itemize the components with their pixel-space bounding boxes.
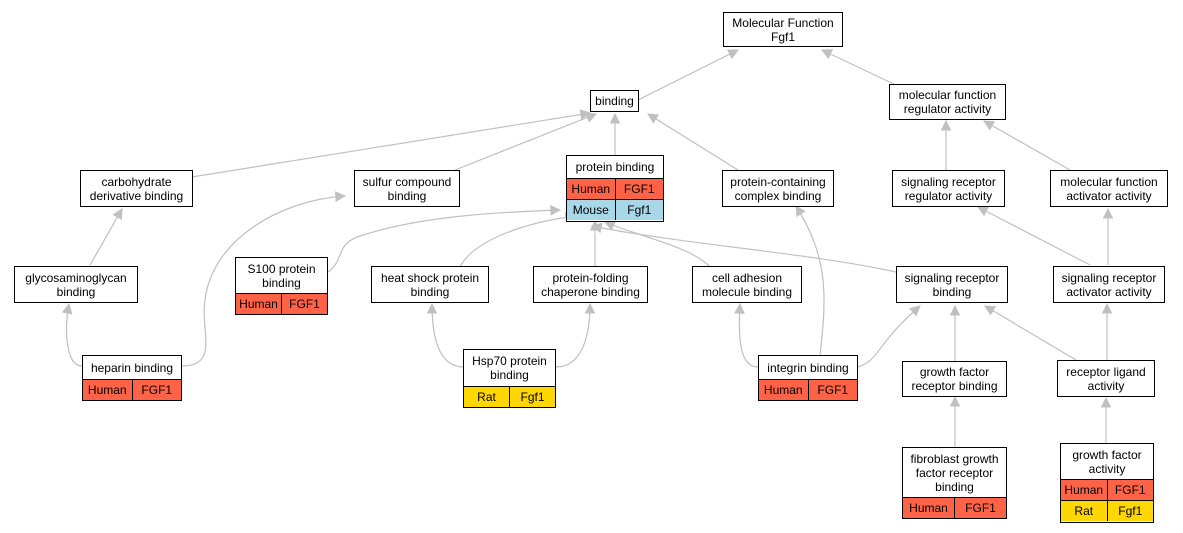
node-glycosaminoglycan-binding[interactable]: glycosaminoglycan binding [14, 266, 138, 303]
node-label: heat shock protein binding [380, 270, 480, 299]
node-binding[interactable]: binding [590, 90, 639, 112]
node-label: fibroblast growth factor receptor bindin… [910, 451, 999, 494]
node-label: signaling receptor activator activity [1061, 270, 1157, 299]
node-label: integrin binding [767, 360, 849, 375]
edge-hsp-protein [459, 211, 577, 268]
species-cell: Human [239, 297, 278, 311]
node-s100-protein-binding[interactable]: S100 protein binding Human FGF1 [235, 257, 328, 315]
edge-mfaa-mfra [983, 120, 1071, 171]
edge-integrin-cam [734, 302, 759, 368]
gene-cell: FGF1 [954, 498, 1006, 518]
gene-cell: FGF1 [807, 380, 858, 400]
gene-cell: FGF1 [614, 179, 664, 199]
species-row-rat: Rat Fgf1 [1061, 500, 1153, 521]
species-cell: Human [571, 182, 611, 196]
species-row-mouse: Mouse Fgf1 [567, 199, 663, 220]
edge-integrin-pcc [795, 205, 825, 357]
node-sulfur-compound-binding[interactable]: sulfur compound binding [354, 170, 460, 207]
node-molecular-function-activator-activity[interactable]: molecular function activator activity [1050, 170, 1168, 207]
edge-binding-mf [637, 49, 739, 101]
gene-cell: FGF1 [131, 380, 182, 400]
species-cell: Human [763, 383, 803, 397]
node-label: protein binding [575, 160, 655, 174]
species-cell: Human [87, 383, 127, 397]
node-heat-shock-protein-binding[interactable]: heat shock protein binding [371, 266, 489, 303]
gene-cell: FGF1 [281, 294, 327, 314]
node-protein-containing-complex-binding[interactable]: protein-containing complex binding [722, 170, 834, 207]
node-receptor-ligand-activity[interactable]: receptor ligand activity [1057, 360, 1155, 397]
node-label: carbohydrate derivative binding [89, 174, 184, 203]
node-signaling-receptor-regulator-activity[interactable]: signaling receptor regulator activity [892, 170, 1005, 207]
node-label: signaling receptor binding [904, 270, 1000, 299]
node-label: growth factor activity [1072, 447, 1142, 476]
node-label: heparin binding [90, 360, 174, 375]
edge-pcc-binding [647, 113, 739, 171]
node-fibroblast-growth-factor-receptor-binding[interactable]: fibroblast growth factor receptor bindin… [902, 447, 1007, 519]
node-label: S100 protein binding [247, 261, 316, 290]
node-carbohydrate-derivative-binding[interactable]: carbohydrate derivative binding [80, 170, 193, 207]
node-label: growth factor receptor binding [911, 365, 998, 393]
edge-sulfur-binding [454, 112, 598, 171]
edge-srb-srra-sraa [977, 206, 1091, 266]
edge-s100-protein [327, 204, 562, 273]
species-cell: Mouse [572, 203, 609, 217]
node-heparin-binding[interactable]: heparin binding Human FGF1 [82, 355, 182, 401]
gene-cell: Fgf1 [1106, 501, 1154, 521]
node-label: sulfur compound binding [362, 174, 452, 203]
edge-integrin-srb [857, 305, 921, 368]
node-cell-adhesion-molecule-binding[interactable]: cell adhesion molecule binding [692, 266, 802, 303]
species-cell: Human [909, 501, 948, 515]
edge-srb-protein [590, 222, 901, 274]
gene-cell: Fgf1 [509, 387, 555, 407]
edge-heparin-gag [61, 302, 83, 367]
species-row-rat: Rat Fgf1 [464, 386, 555, 407]
edge-carb-binding [191, 109, 592, 178]
node-label: signaling receptor regulator activity [901, 174, 996, 203]
node-protein-folding-chaperone-binding[interactable]: protein-folding chaperone binding [533, 266, 648, 303]
species-row-human: Human FGF1 [567, 178, 663, 199]
node-signaling-receptor-binding[interactable]: signaling receptor binding [896, 266, 1008, 303]
edge-heparin-sulfur [181, 191, 347, 367]
node-molecular-function-regulator-activity[interactable]: molecular function regulator activity [889, 84, 1006, 120]
node-integrin-binding[interactable]: integrin binding Human FGF1 [758, 355, 858, 401]
species-row-human: Human FGF1 [236, 293, 327, 314]
species-row-human: Human FGF1 [903, 497, 1006, 518]
gene-cell: Fgf1 [614, 200, 664, 220]
node-label: molecular function activator activity [1060, 174, 1158, 203]
edge-hsp70-hsp [426, 302, 465, 368]
edge-rla-srb [984, 305, 1077, 361]
species-cell: Rat [1074, 504, 1094, 518]
edge-cam-protein [604, 220, 711, 268]
node-label: glycosaminoglycan binding [25, 270, 127, 299]
edge-gag-carb [89, 208, 123, 266]
node-label: binding [595, 94, 634, 108]
species-row-human: Human FGF1 [1061, 479, 1153, 500]
node-label: protein-folding chaperone binding [541, 270, 640, 299]
species-cell: Rat [477, 390, 496, 404]
node-growth-factor-receptor-binding[interactable]: growth factor receptor binding [902, 361, 1007, 397]
node-hsp70-protein-binding[interactable]: Hsp70 protein binding Rat Fgf1 [463, 349, 556, 408]
node-label: cell adhesion molecule binding [701, 270, 793, 299]
node-signaling-receptor-activator-activity[interactable]: signaling receptor activator activity [1053, 266, 1165, 303]
node-protein-binding[interactable]: protein binding Human FGF1 Mouse Fgf1 [566, 155, 664, 222]
node-label: Hsp70 protein binding [472, 354, 547, 382]
node-label: Molecular Function Fgf1 [732, 15, 834, 44]
species-cell: Human [1064, 483, 1104, 497]
edge-hsp70-pfold [555, 302, 596, 368]
node-growth-factor-activity[interactable]: growth factor activity Human FGF1 Rat Fg… [1060, 443, 1154, 523]
edge-mfra-mf [821, 49, 901, 88]
species-row-human: Human FGF1 [83, 379, 181, 400]
node-label: protein-containing complex binding [730, 174, 826, 203]
node-label: molecular function regulator activity [898, 88, 997, 116]
species-row-human: Human FGF1 [759, 379, 857, 400]
node-molecular-function[interactable]: Molecular Function Fgf1 [723, 12, 843, 47]
gene-cell: FGF1 [1106, 480, 1154, 500]
node-label: receptor ligand activity [1066, 364, 1146, 393]
